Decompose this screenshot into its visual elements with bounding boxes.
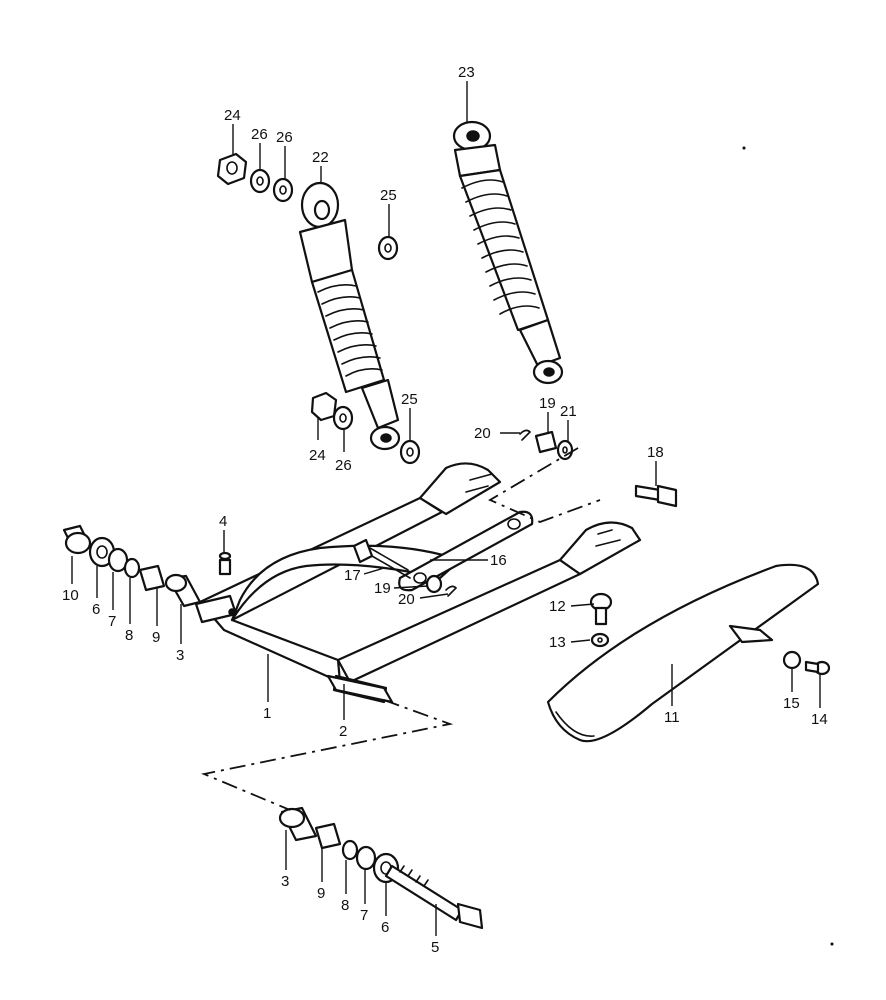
spacer-19-upper — [534, 430, 558, 454]
callout-24-upper: 24 — [224, 107, 241, 124]
nut-24-lower — [310, 391, 338, 422]
callout-7-lower: 7 — [360, 907, 368, 924]
washer-13 — [590, 632, 610, 648]
chain-case-11 — [546, 563, 820, 743]
bearing-9-upper — [138, 564, 166, 592]
callout-25-upper: 25 — [380, 187, 397, 204]
callout-26-upper-b: 26 — [276, 129, 293, 146]
callout-2: 2 — [339, 723, 347, 740]
callout-26-lower: 26 — [335, 457, 352, 474]
washer-8-lower — [341, 839, 359, 861]
bolt-14 — [804, 660, 831, 676]
assembly-center-lines — [200, 447, 601, 811]
callout-15: 15 — [783, 695, 800, 712]
shock-absorber-22 — [298, 181, 401, 451]
bushing-3-lower — [278, 806, 318, 842]
cotter-pin-20-lower — [445, 585, 458, 597]
cap-10-upper — [62, 524, 92, 555]
callout-3-upper: 3 — [176, 647, 184, 664]
ring-7-upper — [107, 547, 129, 573]
callout-12: 12 — [549, 598, 566, 615]
callout-5: 5 — [431, 939, 439, 956]
callout-17: 17 — [344, 567, 361, 584]
grease-nipple-4 — [218, 551, 232, 576]
callout-8-upper: 8 — [125, 627, 133, 644]
callout-23: 23 — [458, 64, 475, 81]
shock-absorber-23 — [452, 120, 564, 385]
washer-8-upper — [123, 557, 141, 579]
callout-4: 4 — [219, 513, 227, 530]
washer-25-lower — [399, 439, 421, 465]
bolt-12 — [589, 592, 613, 626]
callout-6-lower: 6 — [381, 919, 389, 936]
callout-9-lower: 9 — [317, 885, 325, 902]
callout-11: 11 — [664, 709, 680, 726]
callout-24-lower: 24 — [309, 447, 326, 464]
pivot-shaft-5 — [384, 864, 484, 930]
callout-9-upper: 9 — [152, 629, 160, 646]
leader-lines — [71, 81, 821, 936]
callout-22: 22 — [312, 149, 329, 166]
callout-21: 21 — [560, 403, 577, 420]
bushing-3-upper — [164, 573, 202, 608]
callout-3-lower: 3 — [281, 873, 289, 890]
callout-1: 1 — [263, 705, 271, 722]
callout-19-upper: 19 — [539, 395, 556, 412]
washer-26-lower — [332, 405, 354, 431]
callout-18: 18 — [647, 444, 664, 461]
washer-25-upper — [377, 235, 399, 261]
callout-25-lower: 25 — [401, 391, 418, 408]
washer-26-upper-a — [249, 168, 271, 194]
cotter-pin-20-upper — [519, 429, 532, 441]
washer-26-upper-b — [272, 177, 294, 203]
torque-link-16 — [398, 510, 534, 592]
callout-10: 10 — [62, 587, 79, 604]
callout-20-upper: 20 — [474, 425, 491, 442]
spacer-19-lower — [425, 574, 443, 594]
lock-washer-15 — [782, 650, 802, 670]
callout-20-lower: 20 — [398, 591, 415, 608]
bolt-17 — [352, 538, 411, 579]
callout-7-upper: 7 — [108, 613, 116, 630]
callout-19-lower: 19 — [374, 580, 391, 597]
bolt-18 — [634, 484, 678, 508]
callout-26-upper-a: 26 — [251, 126, 268, 143]
nut-24-upper — [216, 152, 248, 186]
callout-16: 16 — [490, 552, 507, 569]
callout-13: 13 — [549, 634, 566, 651]
callout-labels: 24 26 26 22 25 23 24 26 25 20 19 21 18 4… — [62, 64, 828, 956]
scan-specks — [742, 146, 834, 946]
callout-14: 14 — [811, 711, 828, 728]
callout-8-lower: 8 — [341, 897, 349, 914]
ring-7-lower — [355, 845, 377, 871]
bearing-9-lower — [314, 822, 342, 850]
pivot-pipe-2 — [326, 674, 394, 704]
callout-6-upper: 6 — [92, 601, 100, 618]
